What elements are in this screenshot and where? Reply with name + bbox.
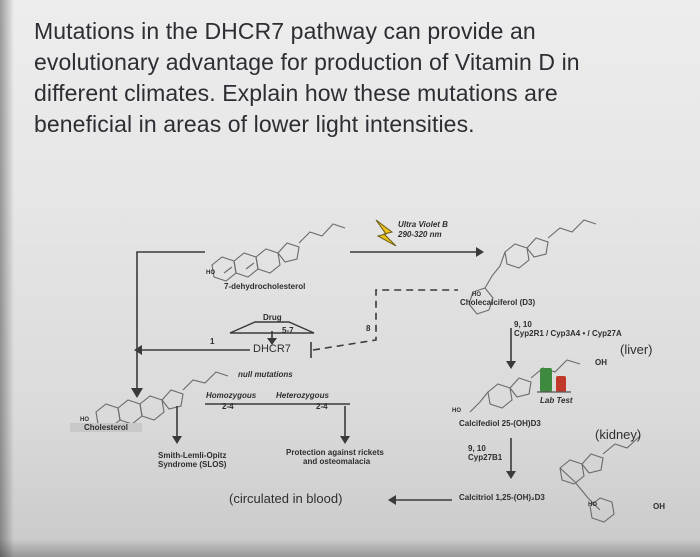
- homozygous-ratio: 2-4: [222, 402, 234, 411]
- ho-label-dehydro: HO: [206, 270, 215, 276]
- photo-shadow-left: [0, 0, 14, 557]
- kidney-enzyme-positions: 9, 10: [468, 444, 486, 453]
- ho-label-calcifediol: HO: [452, 408, 461, 414]
- uv-label: Ultra Violet B: [398, 220, 448, 229]
- cholecalciferol-structure: [468, 219, 597, 315]
- liver-enzymes-positions: 9, 10: [514, 320, 532, 329]
- arrow-protection: [340, 436, 350, 444]
- cholesterol-structure: [95, 371, 229, 429]
- arrow-to-cholesterol: [131, 388, 143, 398]
- arrow-slos: [172, 436, 182, 444]
- photo-shadow-bottom: [0, 539, 700, 557]
- drug-label: Drug: [263, 313, 282, 322]
- arrow-dhcr7-left: [134, 345, 142, 355]
- circulated-label: (circulated in blood): [229, 491, 343, 506]
- calcitriol-structure: [559, 435, 641, 523]
- protection-label-line1: Protection against rickets: [286, 448, 384, 457]
- lightning-icon: [375, 219, 397, 247]
- step-57-label: 5-7: [282, 326, 294, 335]
- question-line-4: beneficial in areas of lower light inten…: [34, 111, 475, 137]
- calcitriol-label: Calcitriol 1,25-(OH)₂D3: [459, 493, 545, 502]
- question-line-1: Mutations in the DHCR7 pathway can provi…: [34, 18, 536, 44]
- liver-arrowhead: [506, 361, 516, 369]
- kidney-label: (kidney): [595, 427, 642, 442]
- slos-label-line1: Smith-Lemli-Opitz: [158, 451, 227, 460]
- ho-label-calcitriol: HO: [588, 502, 597, 508]
- cholesterol-label: Cholesterol: [70, 423, 143, 432]
- question-text: Mutations in the DHCR7 pathway can provi…: [34, 16, 674, 140]
- ho-label-d3: HO: [472, 292, 481, 298]
- homozygous-label: Homozygous: [206, 391, 257, 400]
- dhcr7-label: DHCR7: [253, 343, 291, 355]
- calcitriol-oh-label: OH: [653, 502, 665, 511]
- heterozygous-label: Heterozygous: [276, 391, 329, 400]
- pathway-svg: [95, 219, 641, 523]
- kidney-arrowhead: [506, 471, 516, 479]
- liver-enzymes-label: Cyp2R1 / Cyp3A4 • / Cyp27A: [514, 329, 622, 338]
- slos-label-line2: Syndrome (SLOS): [158, 460, 227, 469]
- step-1-label: 1: [210, 337, 215, 346]
- dehydrocholesterol-label: 7-dehydrocholesterol: [224, 282, 306, 291]
- uv-arrowhead: [476, 247, 484, 257]
- drug-arrowhead: [267, 338, 277, 345]
- lab-test-icon: [537, 368, 571, 393]
- calcifediol-oh-label: OH: [595, 358, 607, 367]
- lab-test-label: Lab Test: [540, 396, 573, 405]
- uv-dashed-line: [312, 289, 458, 351]
- liver-label: (liver): [620, 342, 653, 357]
- question-line-2: evolutionary advantage for production of…: [34, 49, 580, 75]
- circulated-arrowhead: [388, 495, 396, 505]
- protection-label-line2: and osteomalacia: [303, 457, 371, 466]
- drug-box: [229, 321, 315, 334]
- question-line-3: different climates. Explain how these mu…: [34, 80, 558, 106]
- calcifediol-structure: [469, 359, 581, 413]
- calcifediol-label: Calcifediol 25-(OH)D3: [459, 419, 541, 428]
- cholecalciferol-label: Cholecalciferol (D3): [460, 298, 536, 307]
- dehydrocholesterol-structure: [211, 223, 346, 282]
- uv-range: 290-320 nm: [398, 230, 442, 239]
- heterozygous-ratio: 2-4: [316, 402, 328, 411]
- kidney-enzyme-label: Cyp27B1: [468, 453, 503, 462]
- null-mutations-label: null mutations: [238, 370, 293, 379]
- step-8-label: 8: [366, 324, 371, 333]
- main-pathway-line: [136, 251, 205, 392]
- dhcr7-pathway-diagram: Ultra Violet B 290-320 nm 7-dehydrochole…: [0, 180, 700, 557]
- ho-label-cholesterol: HO: [80, 417, 89, 423]
